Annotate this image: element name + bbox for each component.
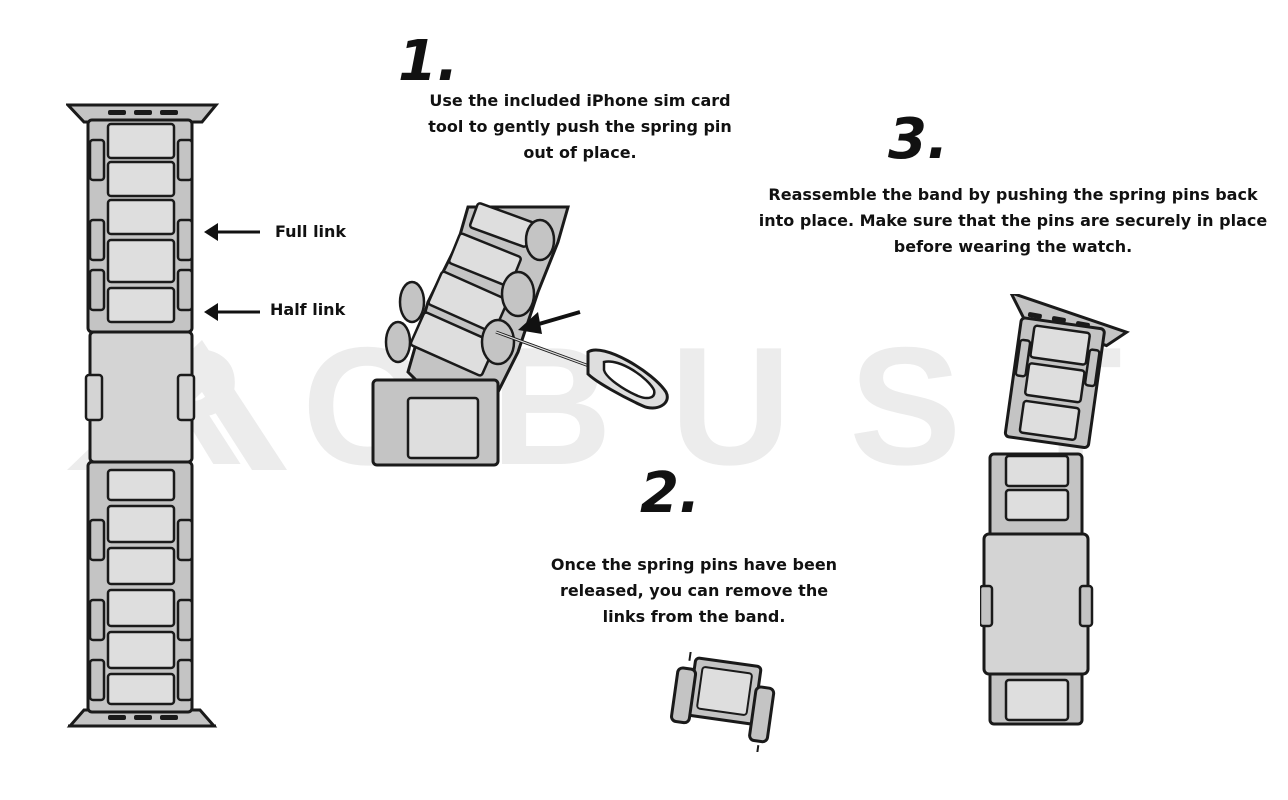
step-3-text-line: before wearing the watch. xyxy=(893,237,1133,256)
reassembled-band-illustration xyxy=(980,294,1130,726)
step-3-text-line: into place. Make sure that the pins are … xyxy=(758,211,1268,230)
step-2-text-line: Once the spring pins have been xyxy=(550,555,838,574)
step-1-number: 1. xyxy=(398,29,459,94)
sim-tool-illustration xyxy=(371,202,669,467)
step-3-text: Reassemble the band by pushing the sprin… xyxy=(738,182,1288,260)
half-link-label: Half link xyxy=(270,300,346,319)
step-2-text: Once the spring pins have been released,… xyxy=(514,552,874,630)
brand-watermark: ROBUST xyxy=(60,322,1220,490)
half-link-arrow xyxy=(204,303,260,321)
step-3-number: 3. xyxy=(888,107,949,172)
step-1-text: Use the included iPhone sim card tool to… xyxy=(400,88,760,166)
full-band-illustration xyxy=(66,103,220,728)
full-link-label: Full link xyxy=(275,222,347,241)
removed-link-illustration xyxy=(670,652,776,752)
step-2-text-line: released, you can remove the xyxy=(559,581,829,600)
step-2-text-line: links from the band. xyxy=(602,607,786,626)
step-1-text-line: out of place. xyxy=(523,143,637,162)
step-3-text-line: Reassemble the band by pushing the sprin… xyxy=(768,185,1258,204)
step-1-text-line: tool to gently push the spring pin xyxy=(428,117,732,136)
step-2-number: 2. xyxy=(640,461,701,526)
full-link-arrow xyxy=(204,223,260,241)
step-1-text-line: Use the included iPhone sim card xyxy=(429,91,731,110)
